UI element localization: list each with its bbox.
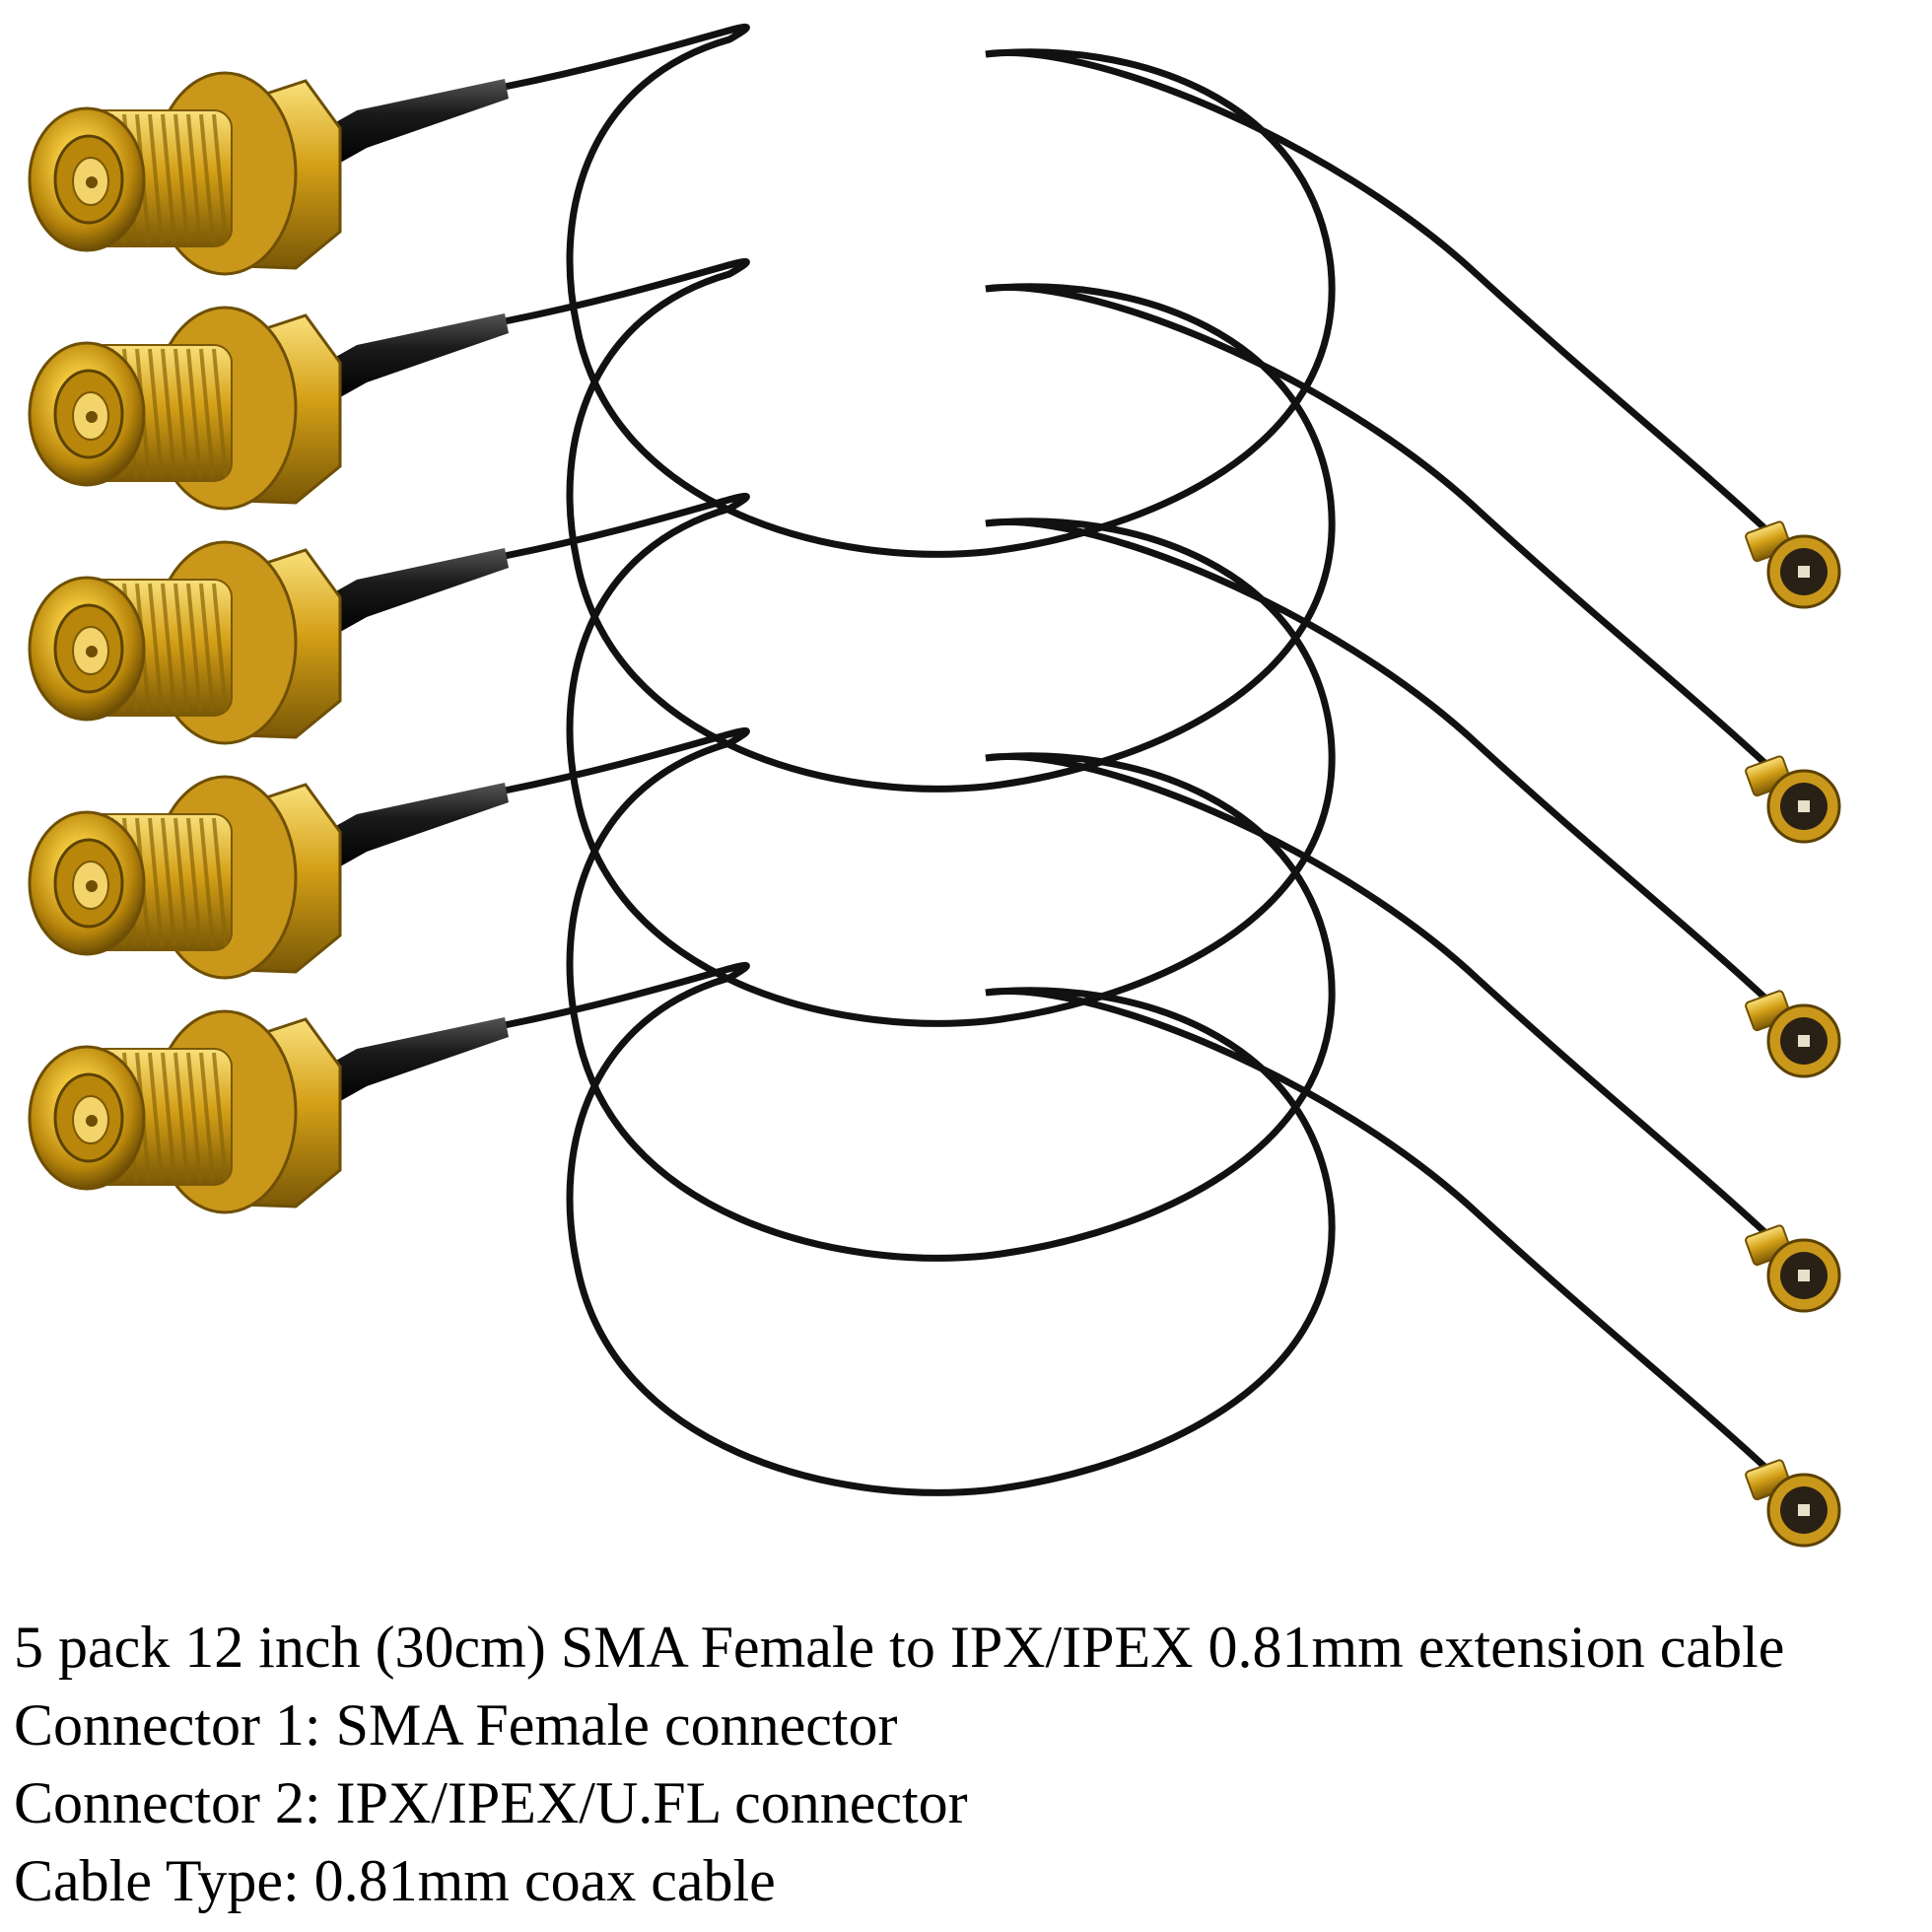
ufl-ipex-connector bbox=[1745, 990, 1841, 1078]
sma-female-connector bbox=[28, 775, 509, 980]
caption-connector-2: Connector 2: IPX/IPEX/U.FL connector bbox=[14, 1770, 968, 1835]
ufl-ipex-connector bbox=[1745, 520, 1841, 609]
sma-female-connector bbox=[28, 1009, 509, 1214]
ufl-ipex-connector bbox=[1745, 755, 1841, 844]
caption-title: 5 pack 12 inch (30cm) SMA Female to IPX/… bbox=[14, 1615, 1785, 1680]
coax-cable bbox=[501, 492, 1778, 1027]
coax-cable bbox=[501, 961, 1778, 1496]
coax-cable bbox=[501, 23, 1778, 558]
coax-cable bbox=[501, 726, 1778, 1262]
sma-female-connector bbox=[28, 306, 509, 511]
sma-female-connector bbox=[28, 71, 509, 276]
ufl-ipex-connector bbox=[1745, 1459, 1841, 1548]
product-photo bbox=[28, 23, 1841, 1548]
ufl-ipex-connector bbox=[1745, 1224, 1841, 1313]
coax-cable bbox=[501, 257, 1778, 793]
sma-female-connector bbox=[28, 540, 509, 745]
caption: 5 pack 12 inch (30cm) SMA Female to IPX/… bbox=[14, 1609, 1926, 1920]
caption-connector-1: Connector 1: SMA Female connector bbox=[14, 1692, 898, 1758]
caption-cable-type: Cable Type: 0.81mm coax cable bbox=[14, 1848, 776, 1913]
